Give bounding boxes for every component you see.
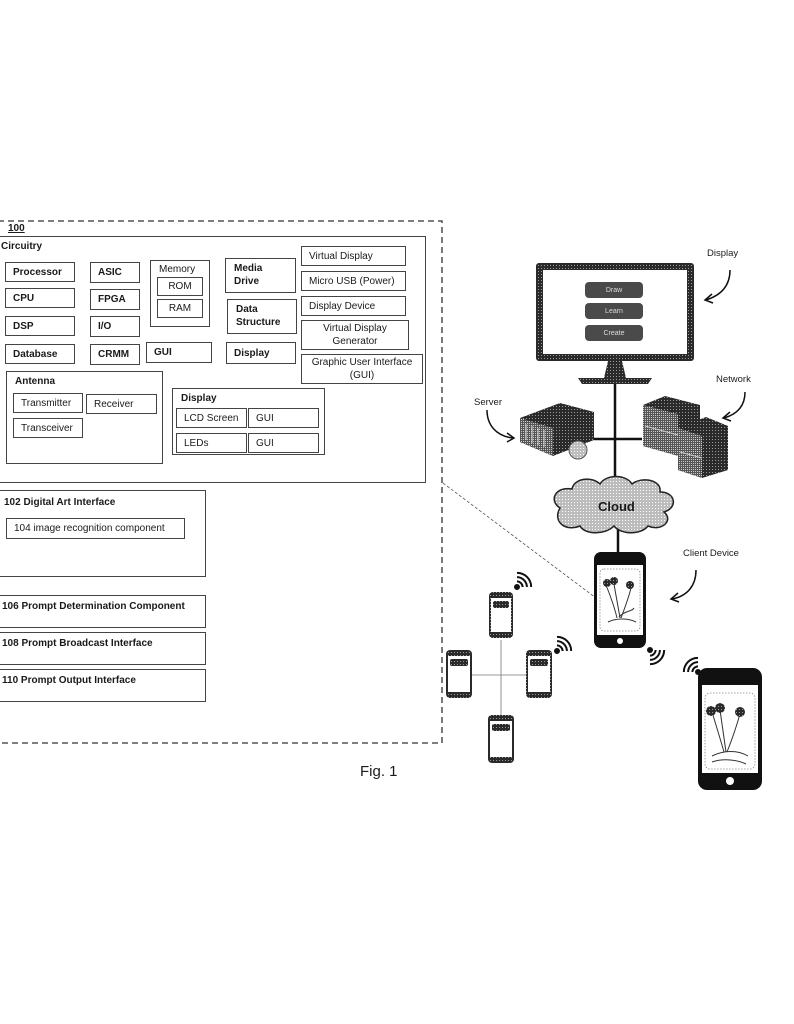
cloud-label: Cloud <box>598 499 635 514</box>
circuitry-item-processor: Processor <box>5 262 75 282</box>
circuitry-title: Circuitry <box>1 241 43 252</box>
memory-title: Memory <box>159 264 196 275</box>
network-rack-icon <box>643 396 728 478</box>
network-callout-arrow-head <box>721 411 732 422</box>
circuitry-item-data-structure: Data Structure <box>227 299 297 334</box>
display-callout-arrow <box>705 269 731 301</box>
system-boundary <box>0 220 443 744</box>
large-phone-icon <box>698 668 762 790</box>
peer-phone-top <box>489 592 513 638</box>
server-callout-arrow-head <box>506 432 516 443</box>
display-callout-arrow-head <box>703 293 714 304</box>
display-item-leds: LEDs <box>176 433 247 453</box>
circuitry-item-fpga: FPGA <box>90 289 140 310</box>
antenna-box: Antenna <box>6 371 163 464</box>
monitor-button-learn[interactable]: Learn <box>585 303 643 319</box>
peer-network <box>446 592 552 763</box>
wifi-signal-icon <box>647 647 666 666</box>
client-callout-arrow-head <box>669 592 680 603</box>
system-to-client-connector <box>442 482 597 599</box>
prompt-output-title: 110 Prompt Output Interface <box>2 675 136 686</box>
image-recognition-component: 104 image recognition component <box>6 518 185 539</box>
network-callout-arrow <box>723 391 746 419</box>
cloud-icon <box>553 475 674 534</box>
client-callout-arrow <box>671 569 697 600</box>
display-item-gui-2: GUI <box>248 433 319 453</box>
circuitry-item-display: Display <box>226 342 296 364</box>
circuitry-item-crmm: CRMM <box>90 344 140 365</box>
circuitry-item-dsp: DSP <box>5 316 75 336</box>
circuitry-item-virtual-display-generator: Virtual Display Generator <box>301 320 409 350</box>
wifi-signal-icon <box>682 656 701 675</box>
data-structure-label: Data Structure <box>236 304 281 328</box>
antenna-item-receiver: Receiver <box>86 394 157 414</box>
prompt-output-interface: 110 Prompt Output Interface <box>0 669 206 702</box>
circuitry-item-display-device: Display Device <box>301 296 406 316</box>
circuitry-item-micro-usb: Micro USB (Power) <box>301 271 406 291</box>
figure-label: Fig. 1 <box>360 763 398 780</box>
memory-item-ram: RAM <box>157 299 203 318</box>
circuitry-item-gui-full: Graphic User Interface (GUI) <box>301 354 423 384</box>
prompt-broadcast-title: 108 Prompt Broadcast Interface <box>2 638 153 649</box>
server-callout-arrow <box>486 409 514 439</box>
display-callout-label: Display <box>707 248 739 259</box>
client-phone-icon <box>594 552 646 648</box>
display-item-lcd-screen: LCD Screen <box>176 408 247 428</box>
circuitry-item-media-drive: Media Drive <box>225 258 296 293</box>
monitor-button-create[interactable]: Create <box>585 325 643 341</box>
media-drive-label: Media Drive <box>234 263 263 287</box>
circuitry-item-gui: GUI <box>146 342 212 363</box>
circuitry-item-asic: ASIC <box>90 262 140 283</box>
wifi-signal-icon <box>554 635 573 654</box>
wifi-signal-icon <box>514 571 533 590</box>
antenna-title: Antenna <box>15 376 55 387</box>
server-icon <box>520 403 594 460</box>
circuitry-item-io: I/O <box>90 316 140 337</box>
antenna-item-transmitter: Transmitter <box>13 393 83 413</box>
client-device-callout-label: Client Device <box>683 548 739 559</box>
monitor-button-draw[interactable]: Draw <box>585 282 643 298</box>
system-ref-label: 100 <box>8 223 25 234</box>
circuitry-item-database: Database <box>5 344 75 364</box>
peer-phone-left <box>446 650 472 698</box>
peer-phone-bottom <box>488 715 514 763</box>
display-title: Display <box>181 393 217 404</box>
prompt-determination-title: 106 Prompt Determination Component <box>2 601 185 612</box>
peer-phone-right <box>526 650 552 698</box>
circuitry-item-cpu: CPU <box>5 288 75 308</box>
antenna-item-transceiver: Transceiver <box>13 418 83 438</box>
circuitry-item-virtual-display: Virtual Display <box>301 246 406 266</box>
display-item-gui: GUI <box>248 408 319 428</box>
flower-drawing <box>605 583 637 623</box>
prompt-broadcast-interface: 108 Prompt Broadcast Interface <box>0 632 206 665</box>
digital-art-interface-title: 102 Digital Art Interface <box>4 497 116 508</box>
server-callout-label: Server <box>474 397 502 408</box>
network-callout-label: Network <box>716 374 751 385</box>
memory-item-rom: ROM <box>157 277 203 296</box>
prompt-determination-component: 106 Prompt Determination Component <box>0 595 206 628</box>
